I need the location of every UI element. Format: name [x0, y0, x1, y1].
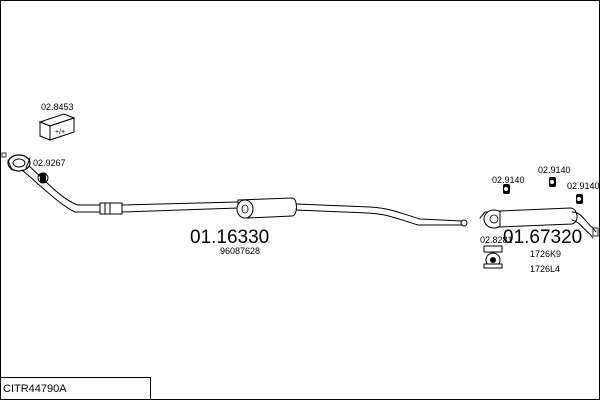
kit-box: +/+ 02.8453 [38, 102, 76, 141]
clamp: 02.8281 [480, 235, 513, 269]
middle-silencer [236, 197, 297, 219]
middle-silencer-number: 01.16330 [190, 227, 269, 248]
front-flange [7, 154, 31, 172]
title-box-label: CITR44790A [3, 383, 67, 395]
rear-silencer-oem-2: 1726L4 [530, 264, 560, 274]
middle-silencer-oem: 96087628 [220, 246, 260, 256]
rear-hanger-3: 02.9140 [567, 181, 600, 204]
clamp-number: 02.8281 [480, 235, 513, 245]
rear-hanger-3-number: 02.9140 [567, 181, 600, 191]
rear-hanger-2: 02.9140 [538, 165, 571, 187]
rear-hanger-1: 02.9140 [492, 175, 525, 194]
intermediate-pipe [295, 203, 468, 227]
kit-box-label: +/+ [55, 129, 65, 136]
front-pipe [1, 152, 239, 215]
rear-silencer-oem-1: 1726K9 [530, 249, 561, 259]
kit-number: 02.8453 [41, 102, 74, 112]
front-hanger: 02.9267 [33, 158, 66, 184]
rear-silencer [479, 207, 599, 239]
rear-silencer-number: 01.67320 [503, 227, 582, 248]
front-hanger-number: 02.9267 [33, 158, 66, 168]
rear-hanger-1-number: 02.9140 [492, 175, 525, 185]
rear-hanger-2-number: 02.9140 [538, 165, 571, 175]
